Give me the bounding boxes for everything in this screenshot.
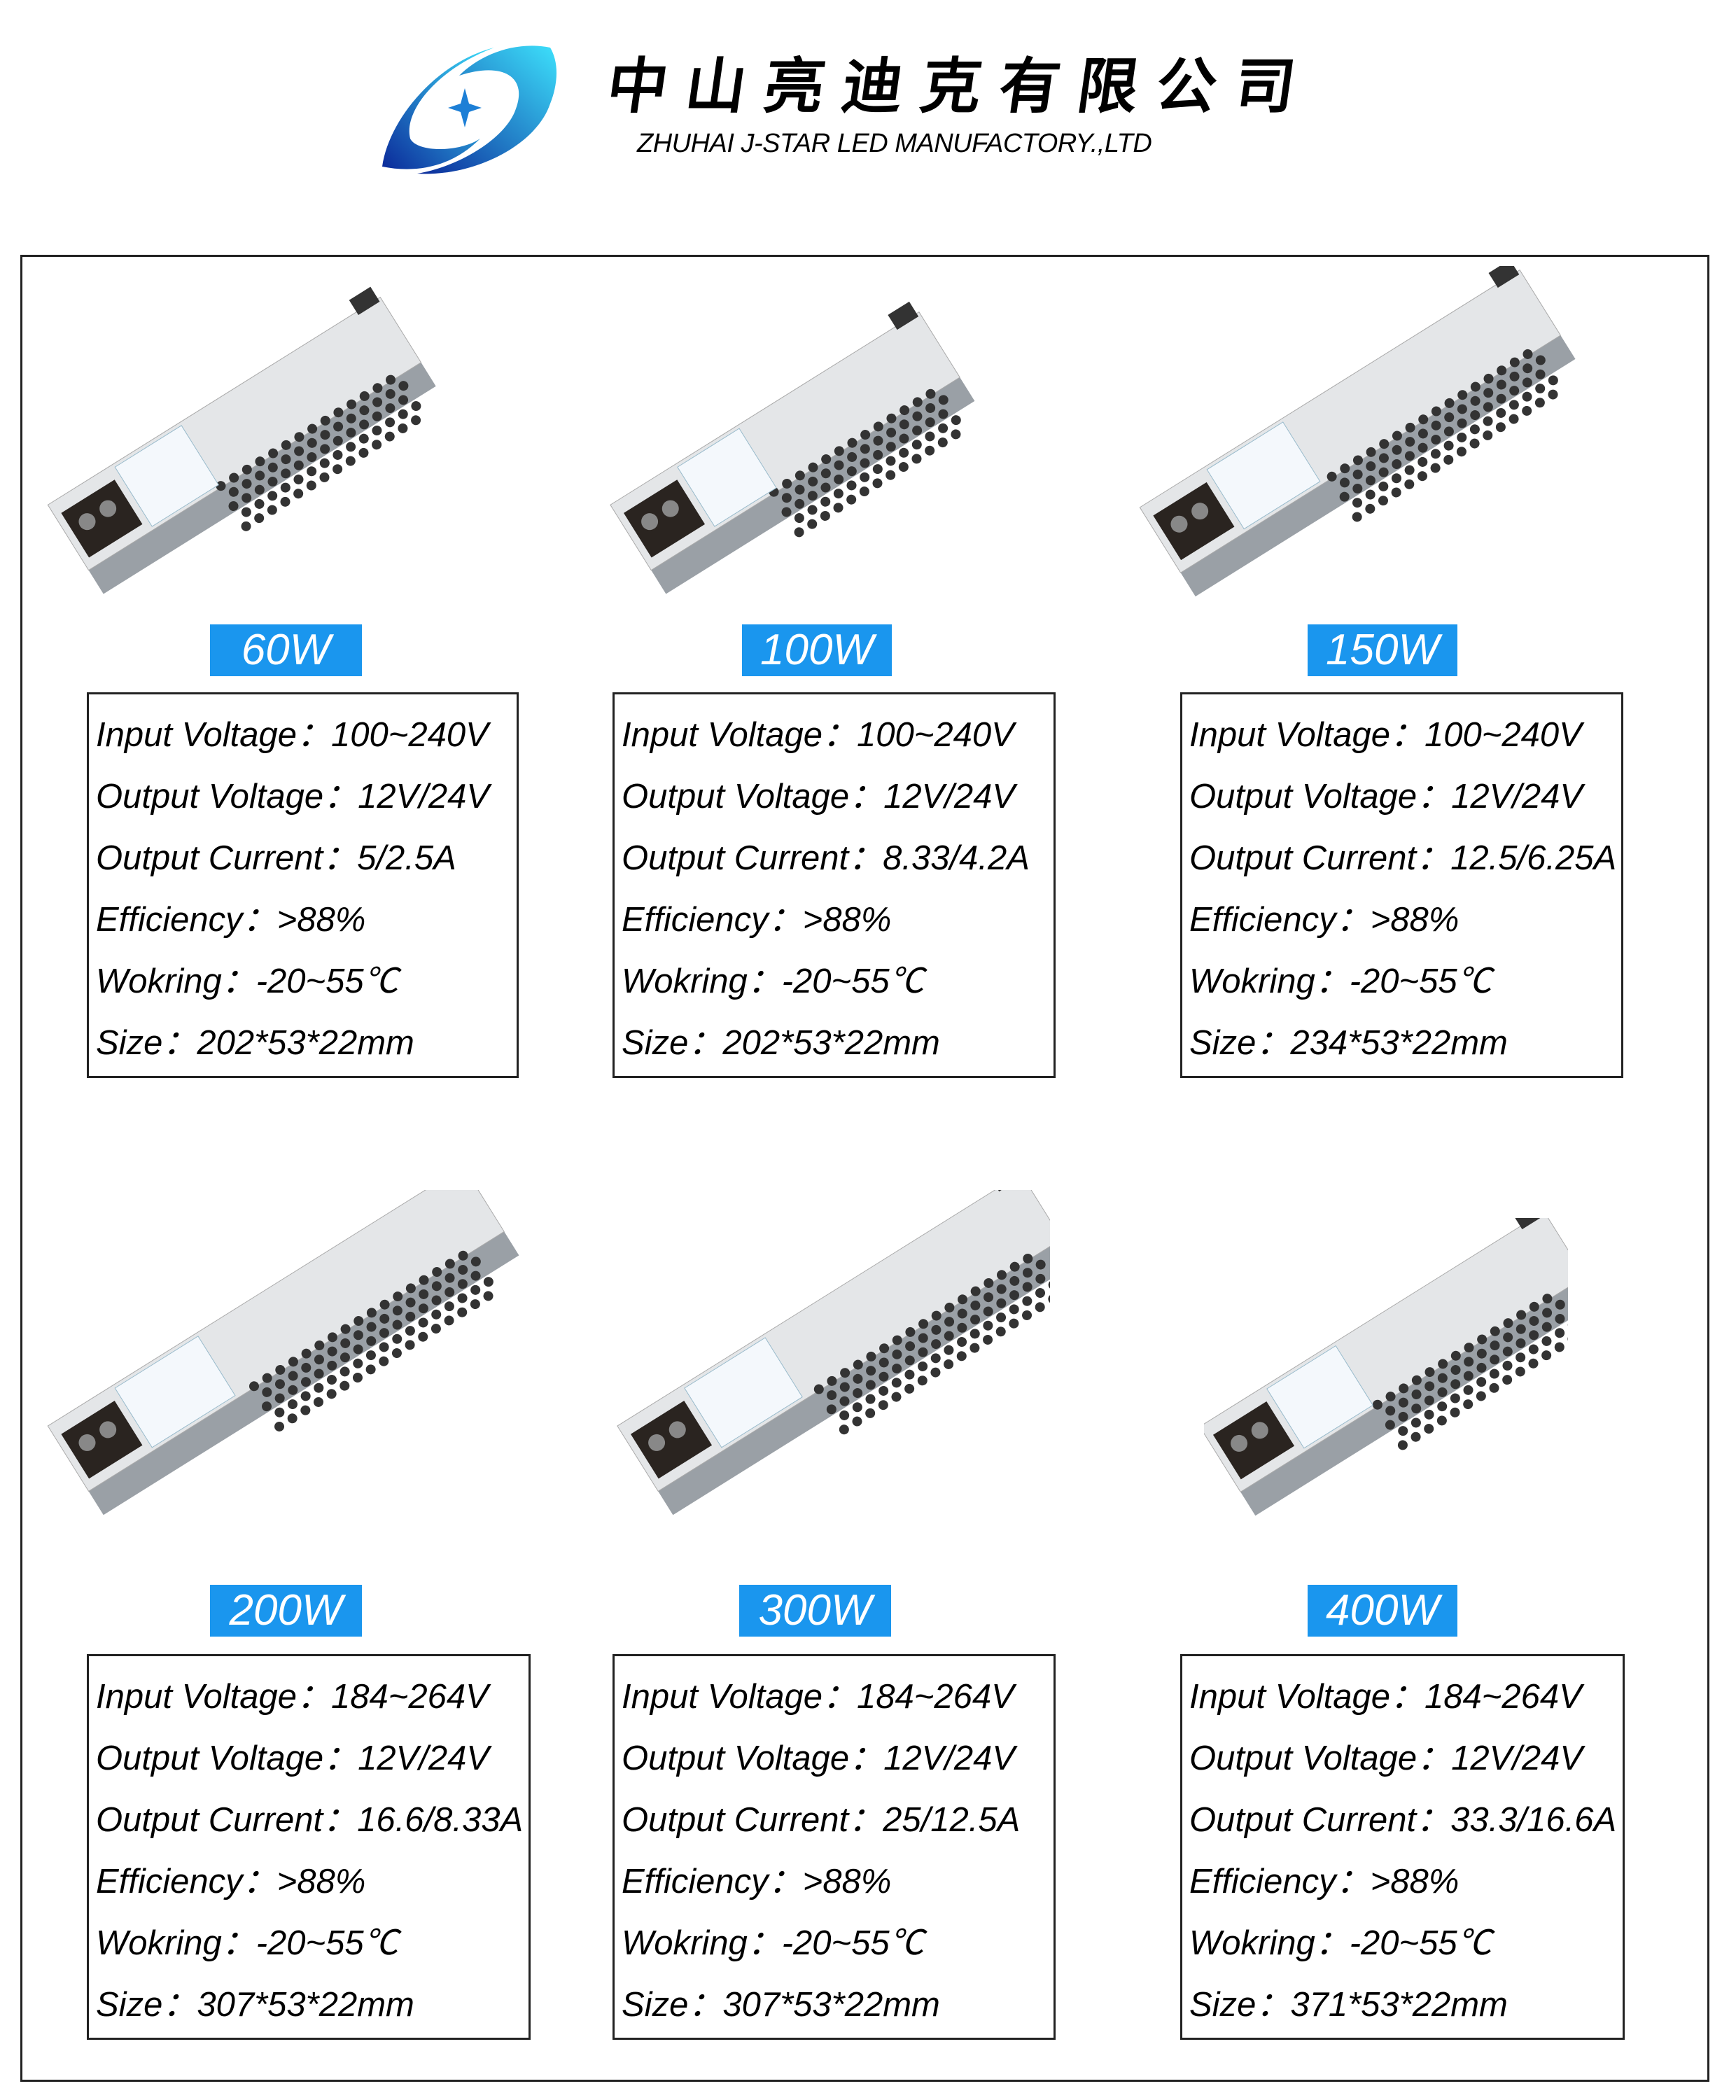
spec-line: Output Current：5/2.5A — [96, 839, 456, 877]
spec-line: Size：307*53*22mm — [622, 1986, 940, 2024]
spec-line: Efficiency：>88% — [96, 1863, 366, 1900]
power-supply-image-200w — [42, 1156, 532, 1561]
spec-line: Size：307*53*22mm — [96, 1986, 414, 2024]
spec-line: Efficiency：>88% — [96, 901, 366, 939]
power-supply-image-60w — [42, 274, 532, 638]
spec-line: Output Voltage：12V/24V — [96, 1740, 490, 1777]
spec-line: Wokring：-20~55℃ — [1189, 962, 1492, 1000]
wattage-label: 100W — [742, 624, 892, 676]
spec-line: Wokring：-20~55℃ — [96, 962, 398, 1000]
power-supply-image-100w — [609, 274, 1043, 638]
wattage-label: 300W — [739, 1585, 891, 1637]
wattage-label: 400W — [1308, 1585, 1457, 1637]
power-supply-image-150w — [1134, 259, 1624, 644]
spec-line: Wokring：-20~55℃ — [622, 1924, 924, 1962]
spec-line: Input Voltage：100~240V — [1189, 716, 1582, 754]
spec-box: Input Voltage：184~264V Output Voltage：12V… — [87, 1654, 531, 2040]
spec-line: Output Voltage：12V/24V — [1189, 1740, 1583, 1777]
spec-line: Efficiency：>88% — [1189, 1863, 1460, 1900]
spec-box: Input Voltage：100~240V Output Voltage：12V… — [1180, 692, 1623, 1078]
power-supply-image-300w — [616, 1163, 1077, 1561]
spec-line: Size：202*53*22mm — [622, 1024, 940, 1062]
spec-line: Efficiency：>88% — [622, 901, 892, 939]
spec-line: Wokring：-20~55℃ — [96, 1924, 398, 1962]
spec-line: Size：234*53*22mm — [1189, 1024, 1508, 1062]
spec-line: Output Current：33.3/16.6A — [1189, 1801, 1617, 1839]
wattage-label: 200W — [210, 1585, 362, 1637]
spec-line: Output Current：25/12.5A — [622, 1801, 1021, 1839]
spec-line: Wokring：-20~55℃ — [622, 962, 924, 1000]
spec-line: Input Voltage：100~240V — [622, 716, 1014, 754]
spec-box: Input Voltage：184~264V Output Voltage：12V… — [1180, 1654, 1625, 2040]
spec-line: Size：202*53*22mm — [96, 1024, 414, 1062]
spec-box: Input Voltage：100~240V Output Voltage：12V… — [87, 692, 519, 1078]
spec-line: Output Voltage：12V/24V — [622, 778, 1016, 816]
spec-line: Input Voltage：184~264V — [96, 1678, 489, 1716]
spec-line: Output Current：8.33/4.2A — [622, 839, 1030, 877]
spec-line: Efficiency：>88% — [1189, 901, 1460, 939]
company-logo — [375, 34, 564, 182]
spec-box: Input Voltage：100~240V Output Voltage：12V… — [612, 692, 1056, 1078]
company-name-english: ZHUHAI J-STAR LED MANUFACTORY.,LTD — [637, 129, 1152, 158]
spec-line: Input Voltage：100~240V — [96, 716, 489, 754]
company-name-chinese: 中山亮迪克有限公司 — [602, 52, 1319, 122]
spec-line: Efficiency：>88% — [622, 1863, 892, 1900]
product-frame — [20, 255, 1709, 2082]
spec-line: Wokring：-20~55℃ — [1189, 1924, 1492, 1962]
spec-line: Output Voltage：12V/24V — [96, 778, 490, 816]
spec-line: Output Voltage：12V/24V — [622, 1740, 1016, 1777]
spec-line: Size：371*53*22mm — [1189, 1986, 1508, 2024]
wattage-label: 60W — [210, 624, 362, 676]
power-supply-image-400w — [1199, 1200, 1600, 1554]
spec-line: Output Voltage：12V/24V — [1189, 778, 1583, 816]
wattage-label: 150W — [1308, 624, 1457, 676]
spec-line: Input Voltage：184~264V — [622, 1678, 1014, 1716]
spec-line: Input Voltage：184~264V — [1189, 1678, 1582, 1716]
spec-line: Output Current：12.5/6.25A — [1189, 839, 1617, 877]
spec-box: Input Voltage：184~264V Output Voltage：12V… — [612, 1654, 1056, 2040]
spec-line: Output Current：16.6/8.33A — [96, 1801, 524, 1839]
